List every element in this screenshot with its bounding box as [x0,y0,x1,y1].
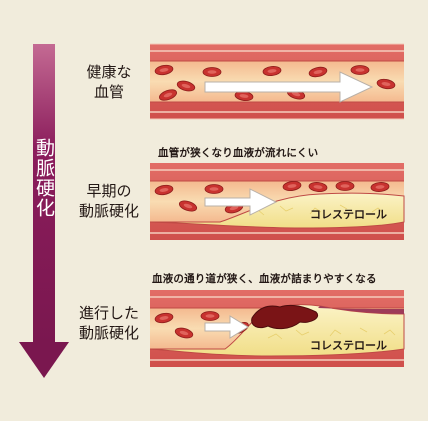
blood-flow-arrow [204,315,249,339]
caption-advanced: 血液の通り道が狭く、血液が詰まりやすくなる [152,273,377,285]
stage-label-advanced: 進行した 動脈硬化 [72,303,146,343]
stage-label-line2: 動脈硬化 [78,324,139,342]
plaque-label-early: コレステロール [310,208,387,221]
caption-early: 血管が狭くなり血液が流れにくい [158,147,319,159]
stage-label-line2: 動脈硬化 [78,202,139,220]
stage-label-healthy: 健康な 血管 [80,62,138,102]
stage-label-line1: 進行した [78,304,139,322]
plaque-texture [267,327,396,340]
blood-flow-arrow [204,71,374,103]
blood-flow-arrow [204,188,278,216]
stage-label-line1: 早期の [86,182,132,200]
blood-clot [251,304,318,330]
advanced-atherosclerosis-vessel [149,290,405,367]
side-label: 動脈硬化 [33,138,55,218]
stage-label-early: 早期の 動脈硬化 [74,181,144,221]
healthy-vessel [150,43,404,120]
stage-label-line1: 健康な [86,63,132,81]
progression-arrow [19,44,69,378]
restricted-lumen [318,306,404,314]
early-atherosclerosis-vessel [149,163,405,240]
stage-label-line2: 血管 [93,83,124,101]
plaque-label-advanced: コレステロール [310,339,387,352]
plaque [149,192,405,229]
